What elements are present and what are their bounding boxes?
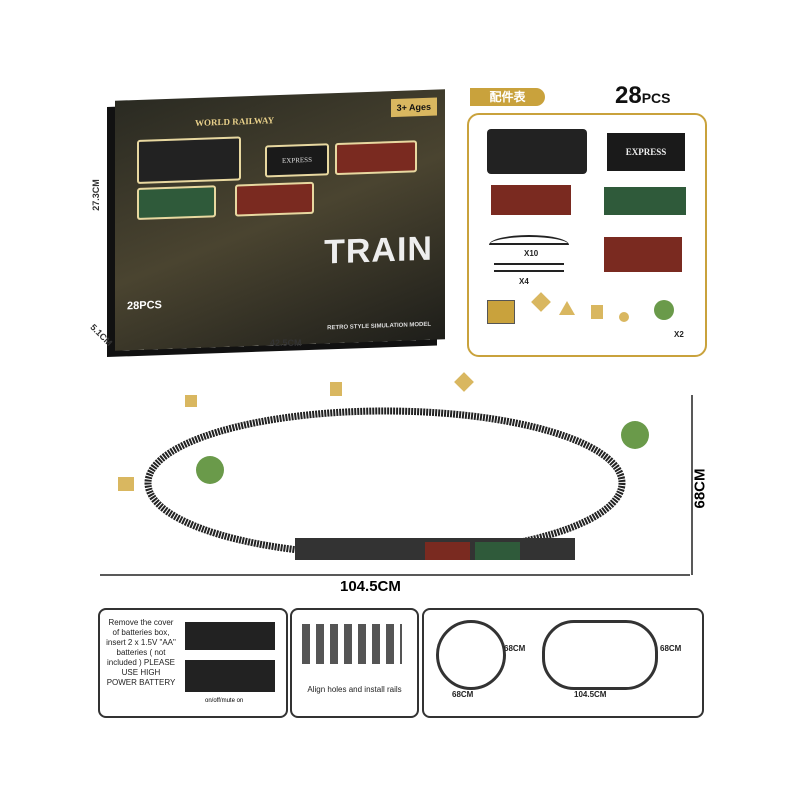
locomotive-top-image bbox=[185, 622, 275, 650]
curved-rail-qty: X10 bbox=[524, 249, 539, 258]
box-title: TRAIN bbox=[324, 229, 433, 272]
layout-height-label: 68CM bbox=[691, 468, 709, 509]
box-depth-label: 5.1CM bbox=[88, 322, 115, 348]
green-car-image bbox=[137, 185, 216, 220]
parts-count: 28PCS bbox=[615, 82, 671, 110]
tree-left bbox=[196, 456, 224, 484]
part-direction-sign bbox=[591, 305, 603, 319]
parts-count-unit: PCS bbox=[641, 90, 671, 106]
sign-left bbox=[185, 395, 197, 407]
part-warning-sign bbox=[559, 293, 575, 315]
box-width-label: 42.5CM bbox=[270, 338, 302, 348]
part-hopper-car bbox=[604, 237, 682, 272]
track-green-car bbox=[475, 542, 520, 560]
oval-layout bbox=[542, 620, 658, 690]
circle-height: 68CM bbox=[504, 644, 526, 653]
box-tagline: RETRO STYLE SIMULATION MODEL bbox=[327, 321, 431, 332]
locomotive-bottom-image bbox=[185, 660, 275, 692]
switch-label: on/off/mute on bbox=[205, 698, 244, 704]
parts-count-number: 28 bbox=[615, 82, 642, 109]
tree-qty: X2 bbox=[674, 330, 684, 339]
product-box: WORLD RAILWAY 3+ Ages EXPRESS TRAIN 28PC… bbox=[115, 89, 445, 351]
part-boxcar bbox=[491, 185, 571, 215]
rail-instruction-panel: Align holes and install rails bbox=[290, 608, 419, 718]
oval-height: 68CM bbox=[660, 644, 682, 653]
part-crossing-sign bbox=[531, 292, 551, 312]
battery-instruction-panel: Remove the cover of batteries box, inser… bbox=[98, 608, 288, 718]
straight-rail-qty: X4 bbox=[519, 277, 529, 286]
track-boxcar bbox=[425, 542, 470, 560]
part-green-car bbox=[604, 187, 686, 215]
crossing-sign bbox=[454, 372, 474, 392]
part-sign-board bbox=[487, 300, 515, 324]
circle-width: 68CM bbox=[452, 690, 474, 699]
oval-width: 104.5CM bbox=[574, 690, 607, 699]
sign-top bbox=[330, 382, 342, 396]
oval-track bbox=[144, 407, 626, 559]
sign-board bbox=[118, 477, 134, 491]
layout-width-label: 104.5CM bbox=[340, 578, 401, 595]
hopper-car-image bbox=[235, 181, 314, 217]
part-tree bbox=[654, 300, 674, 320]
box-pcs: 28PCS bbox=[127, 299, 162, 313]
parts-panel: EXPRESS X10 X4 X2 bbox=[467, 113, 707, 357]
rails-image bbox=[302, 624, 402, 664]
locomotive-image bbox=[137, 136, 241, 184]
circle-layout bbox=[436, 620, 506, 690]
boxcar-image bbox=[335, 140, 417, 176]
part-straight-rail bbox=[494, 263, 564, 272]
layout-options-panel: 68CM 68CM 68CM 104.5CM bbox=[422, 608, 704, 718]
battery-instructions: Remove the cover of batteries box, inser… bbox=[106, 618, 176, 687]
rails-instruction: Align holes and install rails bbox=[307, 685, 402, 694]
part-stop-sign bbox=[619, 312, 629, 322]
tender-image: EXPRESS bbox=[265, 143, 329, 178]
parts-list-header: 配件表 bbox=[470, 88, 545, 106]
track-layout bbox=[100, 372, 693, 576]
box-height-label: 27.3CM bbox=[90, 179, 101, 211]
tree-right bbox=[621, 421, 649, 449]
part-tender: EXPRESS bbox=[607, 133, 685, 171]
part-curved-rail bbox=[489, 235, 569, 245]
age-badge: 3+ Ages bbox=[390, 97, 437, 118]
brand-label: WORLD RAILWAY bbox=[195, 115, 275, 128]
part-locomotive bbox=[487, 129, 587, 174]
